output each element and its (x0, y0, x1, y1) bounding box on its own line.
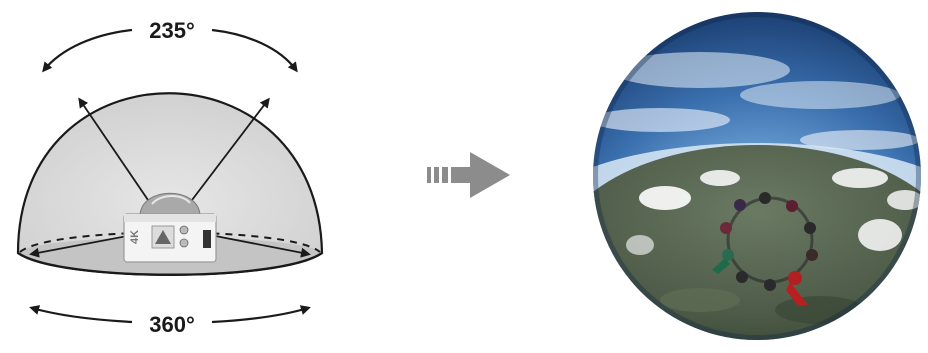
vertical-angle-label: 235° (149, 18, 195, 43)
fisheye-photo (537, 10, 928, 353)
dome-field-of-view-icon: 235° 360° 4K (18, 18, 322, 337)
transition-arrow-icon (427, 152, 510, 198)
horizontal-angle-arc-left (32, 308, 132, 322)
vertical-angle-arc-right (212, 30, 296, 70)
vertical-angle-arc-left (44, 30, 132, 70)
horizontal-angle-arc-right (212, 308, 308, 322)
horizontal-angle-label: 360° (149, 312, 195, 337)
camera-4k-badge: 4K (129, 230, 141, 244)
